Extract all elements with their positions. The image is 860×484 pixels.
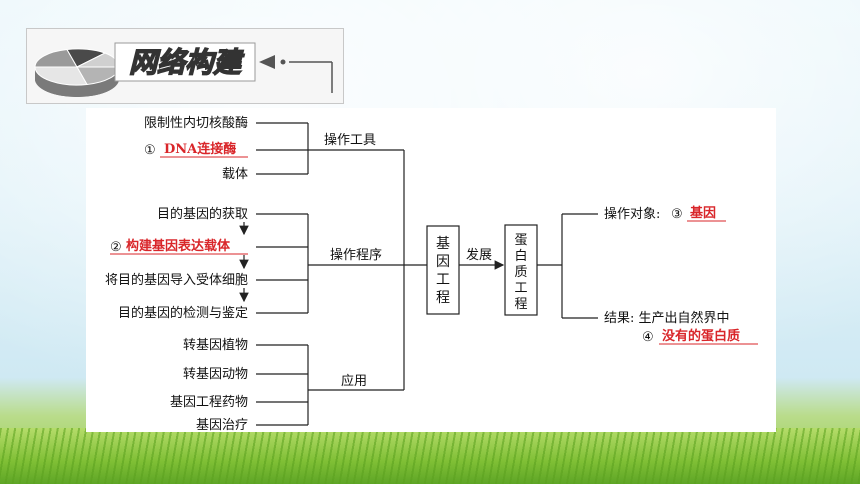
label-tools: 操作工具 — [324, 132, 376, 148]
svg-text:因: 因 — [436, 254, 450, 270]
answer-number-1: ① — [144, 143, 156, 158]
svg-text:程: 程 — [436, 290, 450, 306]
step-introduce-gene: 将目的基因导入受体细胞 — [105, 272, 248, 288]
svg-text:工: 工 — [514, 281, 527, 296]
answer-build-expression-vector: 构建基因表达载体 — [126, 238, 231, 254]
svg-text:工: 工 — [436, 272, 450, 288]
pie-chart-icon — [34, 48, 120, 97]
answer-gene: 基因 — [689, 205, 716, 221]
tool-vector: 载体 — [222, 167, 248, 182]
answer-nonnatural-protein: 没有的蛋白质 — [662, 328, 740, 344]
svg-text:蛋: 蛋 — [514, 233, 527, 248]
answer-number-4: ④ — [642, 330, 654, 345]
app-transgenic-plants: 转基因植物 — [183, 338, 248, 353]
concept-map: 限制性内切核酸酶 ① DNA连接酶 载体 操作工具 目的基因的获取 ② 构建基因… — [105, 115, 758, 433]
step-obtain-gene: 目的基因的获取 — [157, 206, 248, 222]
app-gene-drugs: 基因工程药物 — [170, 395, 248, 410]
answer-number-2: ② — [110, 240, 122, 255]
connector-lines — [239, 122, 598, 426]
svg-text:白: 白 — [514, 248, 527, 264]
grass-decoration — [0, 428, 860, 484]
arrow-icon — [259, 55, 333, 93]
svg-text:程: 程 — [514, 297, 527, 312]
app-gene-therapy: 基因治疗 — [196, 418, 248, 432]
header-graphic: 网络构建 — [34, 42, 333, 97]
svg-text:质: 质 — [514, 265, 527, 280]
label-applications: 应用 — [341, 373, 367, 389]
genetic-engineering-box — [426, 225, 460, 315]
tool-restriction-enzyme: 限制性内切核酸酶 — [144, 115, 248, 131]
answer-dna-ligase: DNA连接酶 — [164, 141, 236, 157]
protein-engineering-box — [504, 224, 538, 316]
page-title: 网络构建 — [129, 46, 245, 79]
concept-map-panel: 限制性内切核酸酶 ① DNA连接酶 载体 操作工具 目的基因的获取 ② 构建基因… — [86, 108, 776, 433]
genetic-engineering-label: 基 因 工 程 — [436, 235, 450, 306]
label-procedure: 操作程序 — [330, 247, 382, 263]
result-text: 结果: 生产出自然界中 — [604, 310, 730, 326]
app-transgenic-animals: 转基因动物 — [183, 367, 248, 382]
label-develop: 发展 — [466, 247, 492, 263]
target-label: 操作对象: — [604, 206, 660, 222]
svg-text:基: 基 — [436, 235, 450, 252]
answer-number-3: ③ — [671, 207, 683, 222]
header-banner: 网络构建 — [26, 28, 344, 104]
protein-engineering-label: 蛋 白 质 工 程 — [514, 233, 527, 312]
title-box — [114, 42, 256, 82]
step-detect-identify: 目的基因的检测与鉴定 — [118, 305, 248, 321]
